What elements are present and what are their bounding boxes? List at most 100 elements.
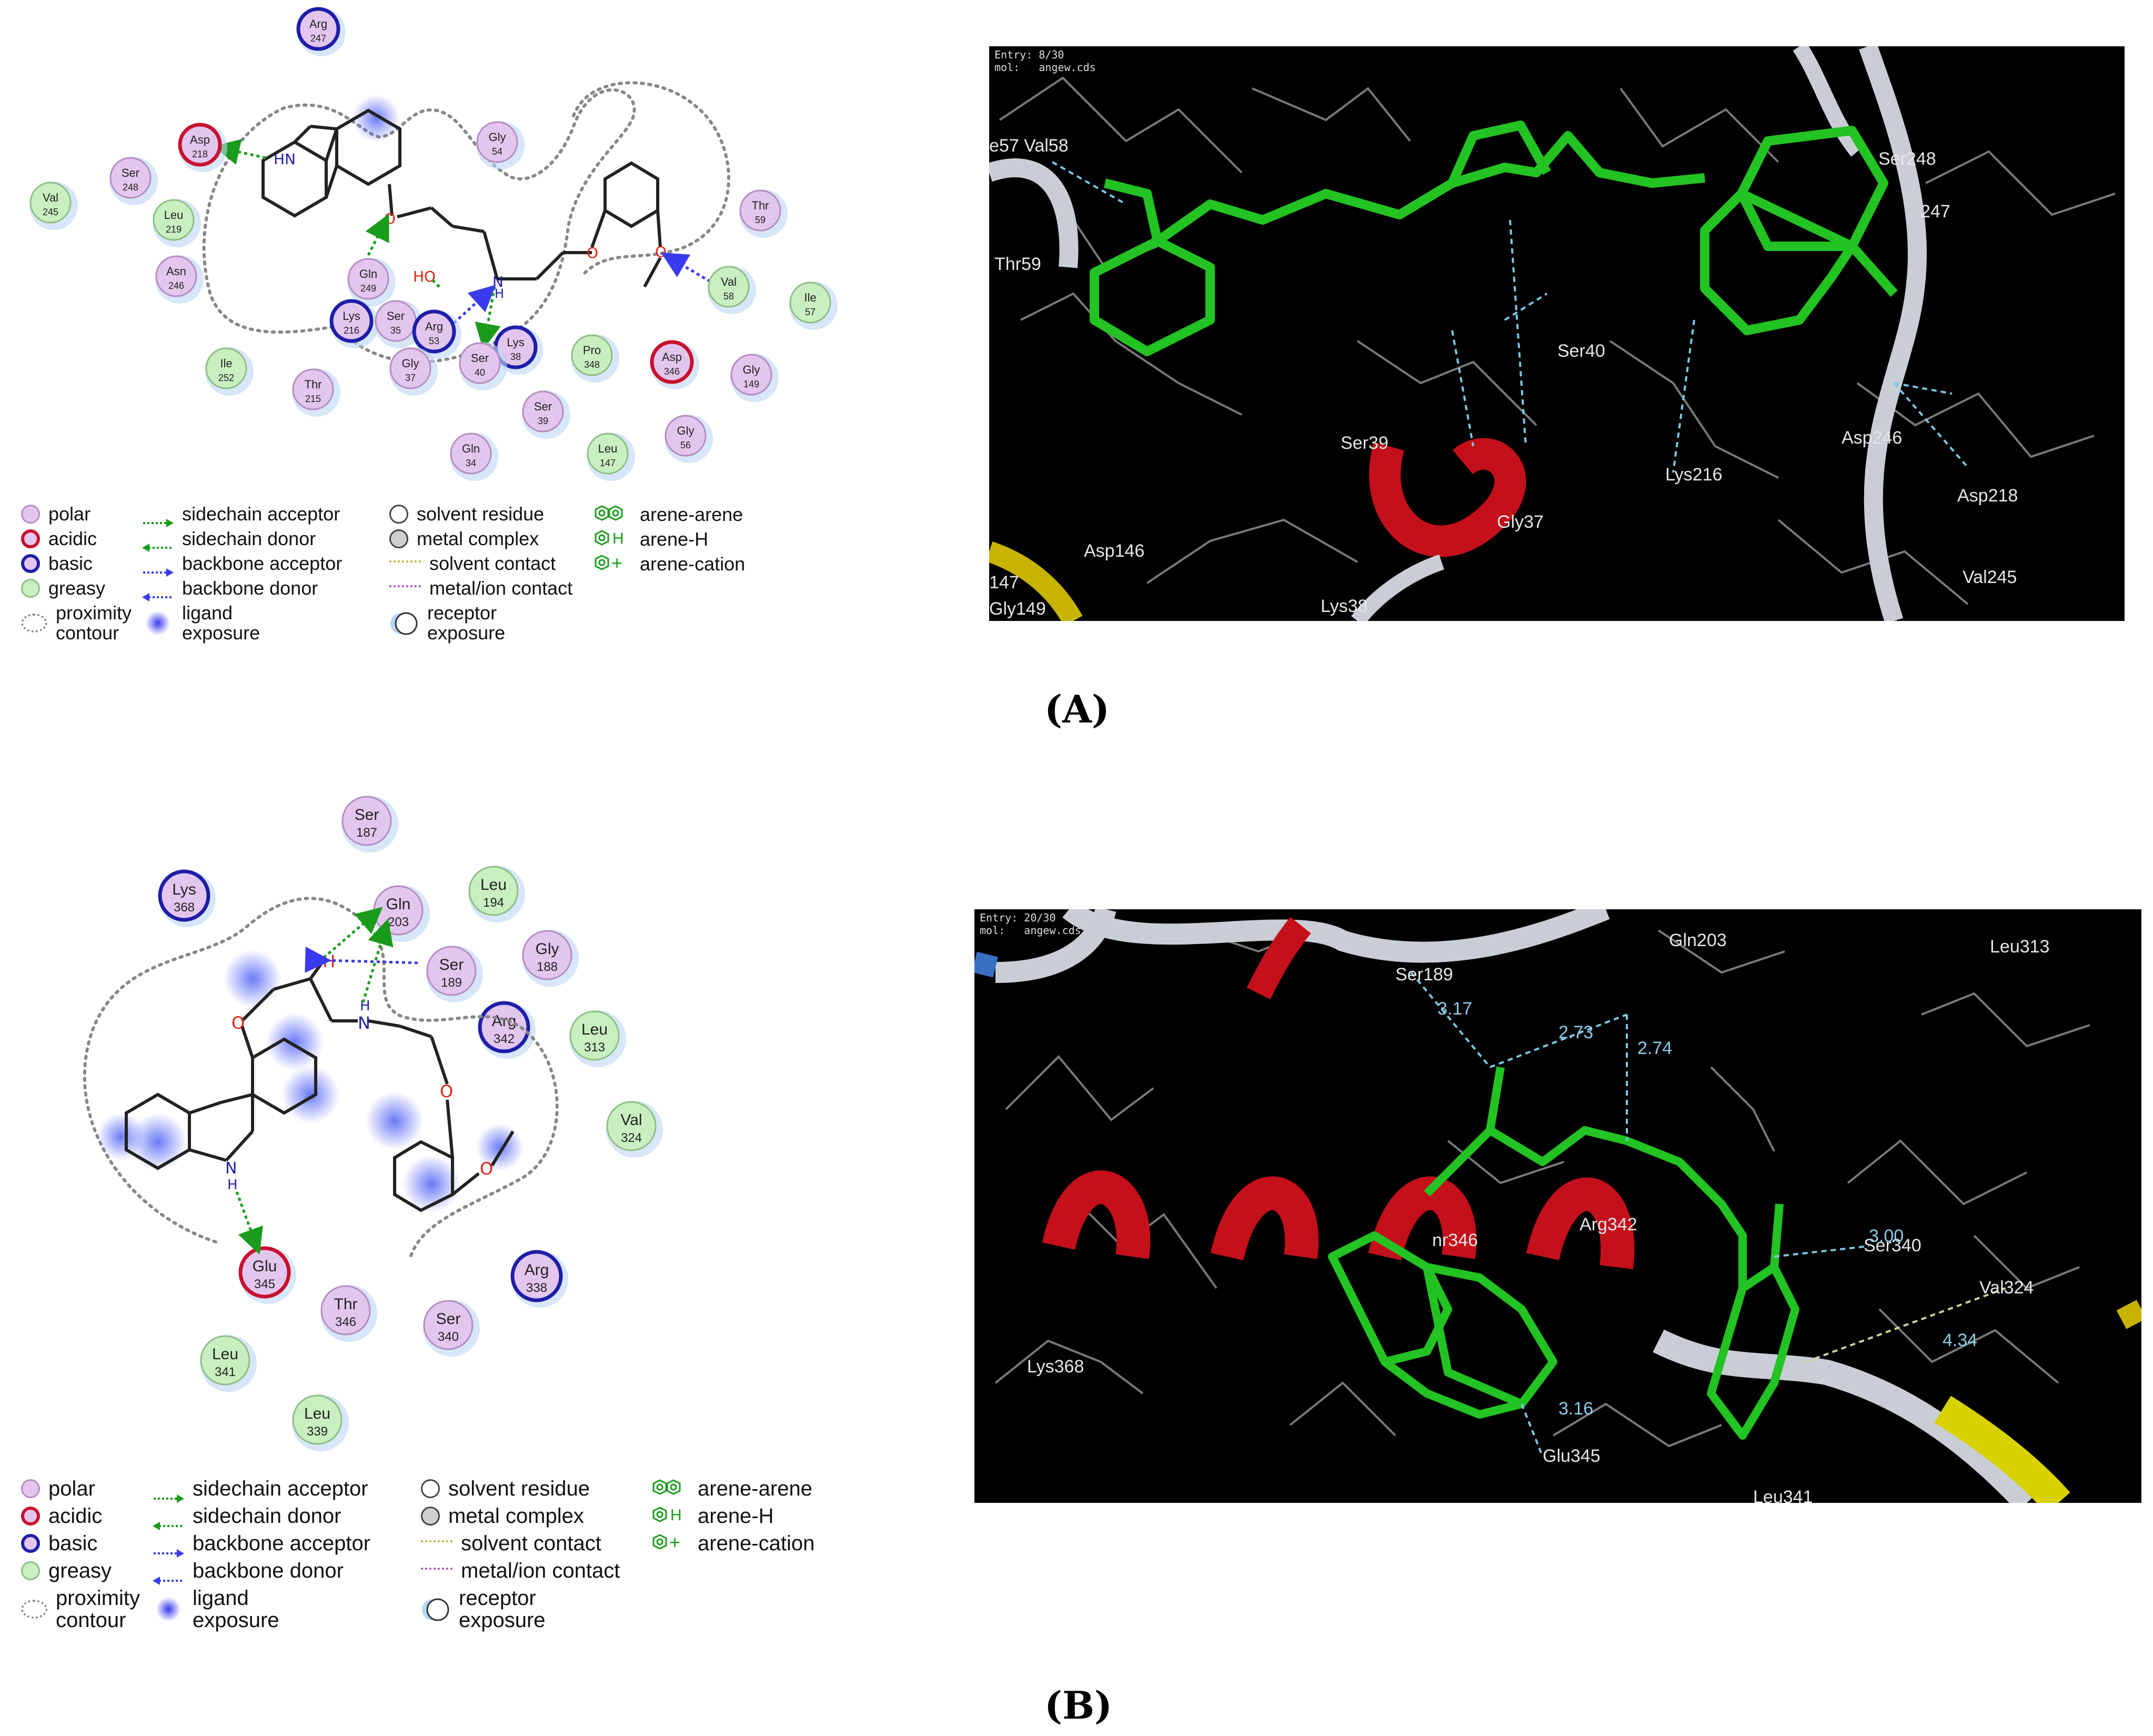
ligand-exposure-glow [353, 95, 400, 142]
legend-item: metal complex [389, 529, 539, 549]
residue-number: 53 [429, 336, 439, 346]
arene-arene-icon [652, 1478, 689, 1499]
arene-cation-icon: + [652, 1531, 689, 1554]
atom-nh: HN [274, 150, 296, 168]
residue-label-3d: nr346 [1432, 1230, 1478, 1250]
legend-label: sidechain donor [193, 1504, 341, 1528]
residue-name: Leu [480, 876, 507, 894]
residue-name: Val [43, 191, 58, 204]
residue-name: Arg [309, 17, 327, 31]
residue-asn-246: Asn 246 [155, 255, 204, 304]
backbone-val58 [661, 252, 711, 283]
legend-label: acidic [48, 528, 97, 549]
residue-disc [730, 354, 772, 396]
residue-label-3d: Asp218 [1957, 486, 2018, 506]
residue-name: Asn [166, 265, 186, 278]
backbone-donor-arrow-icon [153, 1567, 184, 1585]
atom-h-b: H [360, 998, 370, 1014]
backbone-ser189 [305, 946, 421, 973]
legend-item: receptor exposure [421, 1587, 546, 1631]
residue-disc [426, 946, 477, 996]
solvent-residue-icon [421, 1479, 440, 1498]
legend-item: solvent contact [421, 1532, 601, 1554]
hbond-gln203-nh [361, 918, 394, 1003]
residue-label-3d: Gly149 [989, 599, 1046, 619]
legend-item: proximity contour [21, 603, 132, 643]
residue-arg-342: Arg342 [478, 1001, 536, 1059]
residue-name: Thr [334, 1296, 358, 1313]
residue-thr-59: Thr59 [739, 189, 788, 238]
residue-name: Gly [536, 940, 559, 958]
residue-name: Val [620, 1111, 642, 1129]
residue-name: Leu [164, 208, 184, 222]
legend-item: acidic [21, 529, 97, 549]
hbond-arg53 [430, 278, 440, 288]
residue-name: Gly [402, 357, 419, 370]
ligand-exposure-icon [142, 609, 174, 636]
residue-disc [292, 1394, 343, 1445]
backbone-arg53 [444, 285, 496, 333]
panel-b-3d-render [974, 909, 2141, 1503]
distance-label: 3.16 [1558, 1399, 1594, 1419]
legend-label: sidechain acceptor [193, 1477, 368, 1500]
atom-o-methoxy-b: O [480, 1159, 493, 1179]
residue-name: Leu [598, 442, 618, 455]
distance-label: 3.17 [1437, 999, 1473, 1019]
residue-lys-216: Lys216 [329, 299, 379, 348]
residue-number: 203 [388, 915, 409, 929]
legend-label: greasy [48, 1559, 112, 1582]
ligand-b-structure [125, 959, 515, 1212]
residue-gln-203: Gln 203 [373, 885, 430, 942]
legend-item: polar [21, 1478, 95, 1500]
residue-name: Gln [386, 896, 411, 913]
sidechain-donor-arrow-icon [153, 1512, 184, 1530]
residue-leu-313: Leu313 [569, 1010, 626, 1067]
residue-leu-341: Leu341 [200, 1335, 257, 1392]
legend-label: arene-cation [698, 1532, 815, 1555]
residue-number: 313 [584, 1040, 605, 1055]
polar-swatch-icon [21, 504, 40, 524]
arene-h-icon: H [595, 529, 631, 550]
residue-disc [296, 7, 340, 51]
residue-number: 341 [215, 1365, 236, 1379]
residue-number: 245 [43, 207, 58, 217]
legend-label: receptor exposure [459, 1587, 546, 1632]
residue-disc [587, 433, 629, 475]
legend-item: backbone donor [153, 1560, 344, 1585]
residue-name: Ser [387, 309, 405, 323]
metal-ion-contact-icon [389, 585, 421, 591]
legend-item: arene-arene [652, 1478, 812, 1500]
proximity-contour-icon [21, 613, 47, 633]
residue-asp-218: Asp218 [178, 123, 227, 172]
residue-number: 246 [168, 280, 184, 291]
atom-oh-b: OH [309, 951, 335, 971]
residue-label-3d: Gln203 [1669, 930, 1727, 950]
residue-name: Ser [355, 806, 379, 824]
residue-disc [292, 368, 334, 410]
panel-label-a: (A) [1044, 687, 1110, 731]
residue-val-58: Val58 [708, 266, 756, 314]
residue-name: Leu [304, 1405, 330, 1422]
legend-label: polar [48, 503, 91, 525]
residue-ser-248: Ser248 [109, 157, 158, 205]
svg-text:H: H [670, 1507, 682, 1524]
legend-label: metal/ion contact [429, 577, 573, 599]
residue-name: Ile [804, 291, 816, 304]
legend-label: receptor exposure [427, 602, 506, 644]
residue-label-3d: Asp246 [1842, 428, 1903, 448]
residue-name: Ser [534, 400, 552, 413]
legend-item: solvent residue [421, 1478, 590, 1500]
receptor-exposure-icon [389, 610, 419, 636]
residue-label-3d: Lys216 [1665, 465, 1723, 485]
residue-name: Ile [220, 357, 232, 370]
sidechain-acceptor-arrow-icon [153, 1484, 184, 1503]
